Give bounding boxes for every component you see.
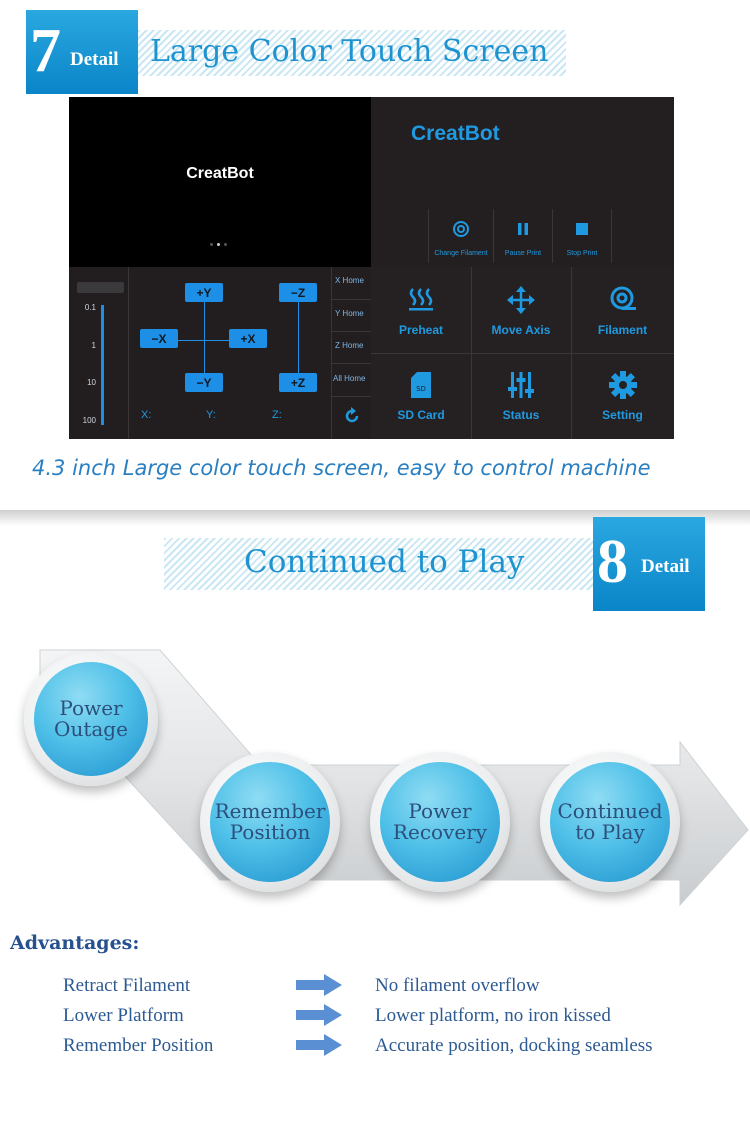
stop-print-button[interactable]: Stop Print [553, 213, 611, 261]
main-menu: Preheat Move Axis Filament [371, 267, 674, 439]
sd-card-label: SD Card [397, 408, 445, 422]
plus-y-button[interactable]: +Y [185, 283, 223, 302]
step-display [77, 282, 124, 293]
plus-x-button[interactable]: +X [229, 329, 267, 348]
flow-step-2-text: Remember Position [214, 799, 326, 844]
step-tick-1: 1 [91, 341, 96, 350]
minus-x-button[interactable]: −X [140, 329, 178, 348]
advantage-benefit-1: No filament overflow [375, 975, 540, 996]
advantage-feature-3: Remember Position [63, 1035, 214, 1056]
z-coordinate: Z: [272, 409, 282, 421]
preheat-menu-item[interactable]: Preheat [371, 267, 471, 353]
section8-badge: 8 Detail [593, 517, 705, 611]
section8-title: Continued to Play [244, 544, 525, 580]
advantages-title: Advantages: [10, 932, 140, 954]
x-home-button[interactable]: X Home [335, 276, 364, 285]
screen-caption: 4.3 inch Large color touch screen, easy … [32, 456, 651, 480]
flow-step-4-text: Continued to Play [557, 799, 663, 844]
flow-step-3-text: Power Recovery [392, 799, 488, 844]
svg-text:SD: SD [416, 385, 426, 393]
move-axis-label: Move Axis [491, 323, 551, 337]
advantage-feature-2: Lower Platform [63, 1005, 184, 1026]
plus-z-button[interactable]: +Z [279, 373, 317, 392]
stop-print-label: Stop Print [566, 250, 598, 257]
splash-screen: CreatBot [69, 97, 371, 267]
touch-screen: CreatBot CreatBot Change Filament Pause … [69, 97, 674, 439]
filament-label: Filament [597, 323, 648, 337]
loading-dots [210, 243, 230, 247]
setting-label: Setting [602, 408, 643, 422]
gear-icon [609, 371, 637, 399]
right-arrow-icon [296, 1004, 342, 1026]
header-logo: CreatBot [411, 122, 500, 145]
all-home-button[interactable]: All Home [333, 374, 366, 383]
sd-card-icon: SD [411, 372, 431, 398]
change-filament-button[interactable]: Change Filament [429, 213, 493, 261]
z-home-button[interactable]: Z Home [335, 341, 364, 350]
pause-print-button[interactable]: Pause Print [494, 213, 552, 261]
advantage-feature-1: Retract Filament [63, 975, 191, 996]
minus-y-button[interactable]: −Y [185, 373, 223, 392]
refresh-icon[interactable] [343, 407, 361, 425]
jog-panel: 0.1 1 10 100 +Y −Y −X +X −Z +Z X: Y: Z: … [69, 267, 371, 439]
y-coordinate: Y: [206, 409, 216, 421]
flow-step-4: Continued to Play [540, 752, 680, 892]
x-coordinate: X: [141, 409, 152, 421]
preheat-label: Preheat [398, 323, 444, 337]
filament-change-icon [453, 221, 469, 237]
sliders-icon [508, 372, 534, 398]
right-arrow-icon [296, 974, 342, 996]
pause-print-label: Pause Print [504, 250, 542, 257]
advantage-benefit-2: Lower platform, no iron kissed [375, 1005, 611, 1026]
pause-icon [518, 223, 528, 235]
section8-number: 8 [597, 528, 628, 596]
step-tick-2: 10 [87, 378, 96, 387]
home-column: X Home Y Home Z Home All Home [332, 267, 371, 439]
stop-icon [576, 223, 588, 235]
flow-step-2: Remember Position [200, 752, 340, 892]
change-filament-label: Change Filament [434, 250, 488, 257]
section7-title: Large Color Touch Screen [150, 34, 549, 69]
minus-z-button[interactable]: −Z [279, 283, 317, 302]
flow-step-3: Power Recovery [370, 752, 510, 892]
status-menu-item[interactable]: Status [471, 353, 571, 439]
setting-menu-item[interactable]: Setting [571, 353, 674, 439]
step-tick-3: 100 [82, 416, 96, 425]
section8-badge-word: Detail [641, 556, 690, 577]
flow-step-1: Power Outage [24, 652, 158, 786]
y-home-button[interactable]: Y Home [335, 309, 364, 318]
move-arrows-icon [507, 286, 535, 314]
heat-icon [409, 288, 433, 311]
step-tick-0: 0.1 [84, 303, 96, 312]
flow-step-1-text: Power Outage [54, 696, 128, 741]
sd-card-menu-item[interactable]: SD SD Card [371, 353, 471, 439]
section7-badge: 7 Detail [26, 10, 138, 94]
section7-badge-word: Detail [70, 49, 119, 70]
section8-title-band [164, 538, 594, 590]
section7-title-band [124, 30, 566, 76]
status-label: Status [502, 408, 540, 422]
filament-spool-icon [610, 286, 636, 310]
filament-menu-item[interactable]: Filament [571, 267, 674, 353]
section-divider [0, 510, 750, 526]
section7-number: 7 [30, 17, 61, 85]
advantage-benefit-3: Accurate position, docking seamless [375, 1035, 653, 1056]
splash-logo: CreatBot [186, 165, 254, 182]
move-axis-menu-item[interactable]: Move Axis [471, 267, 571, 353]
print-panel: CreatBot Change Filament Pause Print Sto… [371, 97, 674, 267]
step-slider[interactable] [101, 305, 104, 425]
right-arrow-icon [296, 1034, 342, 1056]
